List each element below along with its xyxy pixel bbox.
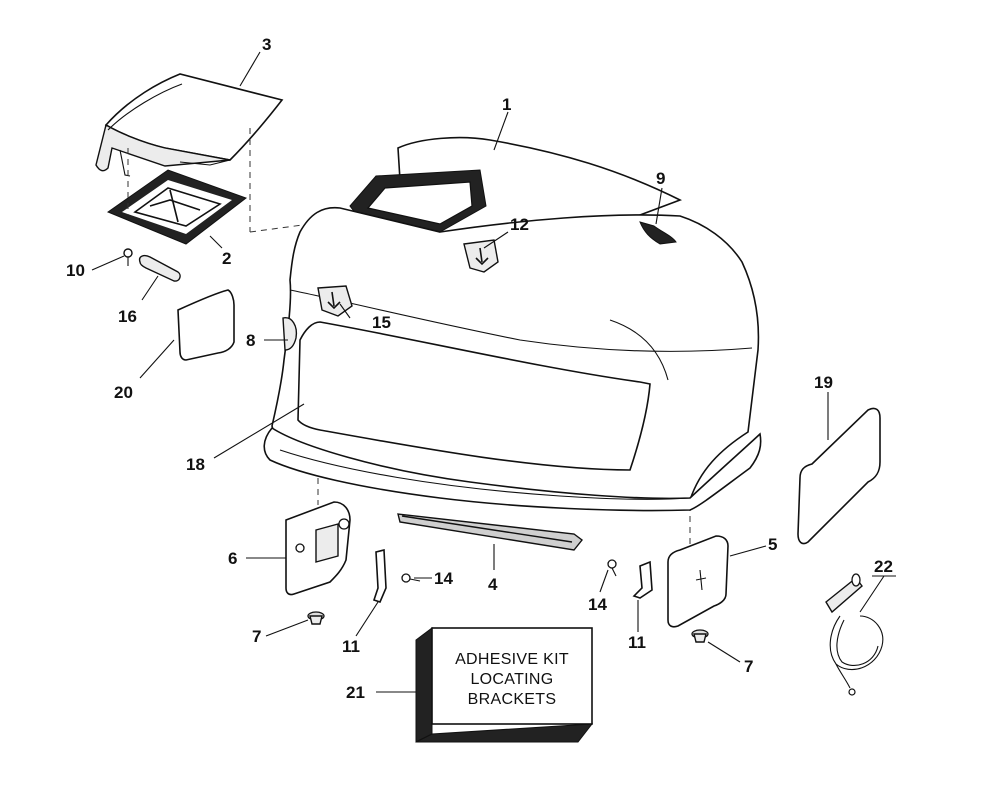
callout-1: 1 [502,95,511,114]
part-21-kit-box: ADHESIVE KIT LOCATING BRACKETS [415,627,594,743]
callout-labels: 3 1 9 12 2 10 16 15 8 20 19 18 5 6 22 4 … [66,35,893,702]
callout-12: 12 [510,215,529,234]
callout-3: 3 [262,35,271,54]
callout-16: 16 [118,307,137,326]
callout-19: 19 [814,373,833,392]
callout-7-right: 7 [744,657,753,676]
leader-lines [91,51,896,693]
callout-6: 6 [228,549,237,568]
part-4-seal-strip [397,513,583,551]
part-16-pin [138,254,181,282]
callout-11-right: 11 [628,633,646,652]
callout-22: 22 [874,557,893,576]
part-2-grille [106,169,248,245]
callout-21: 21 [346,683,365,702]
part-20-decal [177,289,235,361]
part-7-grommet-right [691,629,709,643]
part-5-bracket [667,535,729,628]
callout-20: 20 [114,383,133,402]
part-11-bracket-right [632,560,653,599]
callout-2: 2 [222,249,231,268]
part-10-screw [123,248,133,266]
callout-18: 18 [186,455,205,474]
callout-14-left: 14 [434,569,453,588]
callout-7-left: 7 [252,627,261,646]
kit-label-line2: LOCATING [470,671,553,688]
callout-8: 8 [246,331,255,350]
part-3-top-cover [95,73,284,177]
callout-10: 10 [66,261,85,280]
callout-11-left: 11 [342,637,360,656]
callout-15: 15 [372,313,391,332]
part-19-decal [797,407,881,545]
part-7-grommet-left [307,611,325,625]
part-14-screw-right [607,559,617,577]
callout-4: 4 [488,575,498,594]
callout-14-right: 14 [588,595,607,614]
part-1-engine-cover [263,136,762,512]
alignment-lines [127,128,691,545]
callout-9: 9 [656,169,665,188]
part-6-bracket [285,501,351,596]
part-11-bracket-left [372,548,387,603]
kit-label-line3: BRACKETS [468,691,557,708]
kit-label-line1: ADHESIVE KIT [455,651,569,668]
callout-5: 5 [768,535,777,554]
part-14-screw-left [401,573,421,583]
part-22-cable [825,573,884,696]
